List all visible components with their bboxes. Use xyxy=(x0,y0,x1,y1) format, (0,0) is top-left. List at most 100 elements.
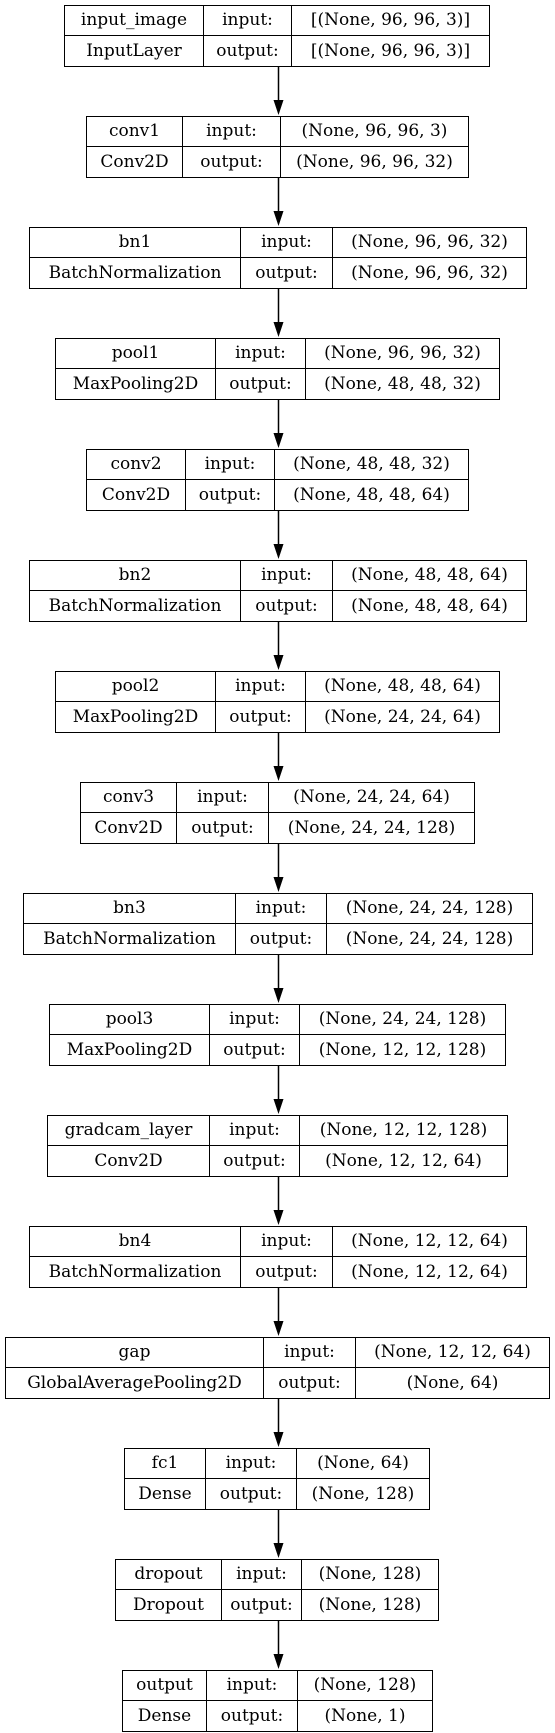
layer-type: Dense xyxy=(123,1701,207,1731)
arrow-head-icon xyxy=(273,766,284,781)
output-label: output: xyxy=(216,369,306,399)
output-shape: (None, 1) xyxy=(324,1705,406,1726)
arrow-head-icon xyxy=(273,988,284,1003)
layer-type: MaxPooling2D xyxy=(56,369,216,399)
layer-name: conv2 xyxy=(87,450,186,480)
output-shape: (None, 24, 24, 128) xyxy=(287,817,456,838)
input-shape: (None, 128) xyxy=(302,1560,438,1590)
layer-name: pool3 xyxy=(50,1005,210,1035)
layer-type: BatchNormalization xyxy=(30,258,241,288)
layer-type: Dense xyxy=(125,1479,206,1509)
output-label: output: xyxy=(204,36,292,66)
output-shape: (None, 48, 48, 64) xyxy=(351,595,508,616)
input-label: input: xyxy=(241,228,333,258)
layer-name: output xyxy=(123,1671,207,1701)
output-shape: (None, 12, 12, 64) xyxy=(325,1150,482,1171)
layer-type: Conv2D xyxy=(87,480,186,510)
arrow-head-icon xyxy=(273,1321,284,1336)
input-label: input: xyxy=(210,1116,300,1146)
arrow-head-icon xyxy=(273,544,284,559)
input-shape: (None, 12, 12, 64) xyxy=(356,1338,549,1368)
layer-name: bn3 xyxy=(24,894,236,924)
layer-name: gap xyxy=(6,1338,264,1368)
input-label: input: xyxy=(183,117,281,147)
layer-type: MaxPooling2D xyxy=(56,702,216,732)
layer-type: Conv2D xyxy=(48,1146,210,1176)
output-label: output: xyxy=(222,1590,302,1620)
input-shape: (None, 96, 96, 32) xyxy=(306,339,499,369)
input-shape: (None, 128) xyxy=(298,1671,432,1701)
output-shape: (None, 128) xyxy=(318,1594,422,1615)
input-label: input: xyxy=(216,339,306,369)
input-shape: (None, 96, 96, 3) xyxy=(281,117,468,147)
input-label: input: xyxy=(241,1227,333,1257)
input-shape: (None, 24, 24, 128) xyxy=(327,894,532,924)
output-label: output: xyxy=(216,702,306,732)
input-label: input: xyxy=(204,6,292,36)
input-label: input: xyxy=(207,1671,298,1701)
layer-name: pool1 xyxy=(56,339,216,369)
output-label: output: xyxy=(207,1701,298,1731)
output-shape: (None, 48, 48, 64) xyxy=(293,484,450,505)
input-shape: (None, 12, 12, 64) xyxy=(333,1227,526,1257)
layer-type: GlobalAveragePooling2D xyxy=(6,1368,264,1398)
output-label: output: xyxy=(183,147,281,177)
input-shape: (None, 48, 48, 64) xyxy=(306,672,499,702)
layer-name: bn4 xyxy=(30,1227,241,1257)
output-label: output: xyxy=(206,1479,297,1509)
output-label: output: xyxy=(236,924,327,954)
layer-type: BatchNormalization xyxy=(24,924,236,954)
layer-type: BatchNormalization xyxy=(30,591,241,621)
input-label: input: xyxy=(177,783,269,813)
layer-name: bn1 xyxy=(30,228,241,258)
layer-name: pool2 xyxy=(56,672,216,702)
output-label: output: xyxy=(186,480,275,510)
output-label: output: xyxy=(241,1257,333,1287)
input-shape: (None, 64) xyxy=(297,1449,429,1479)
output-shape: (None, 12, 12, 128) xyxy=(318,1039,487,1060)
output-shape: (None, 24, 24, 64) xyxy=(324,706,481,727)
layer-name: fc1 xyxy=(125,1449,206,1479)
arrow-head-icon xyxy=(273,433,284,448)
input-shape: [(None, 96, 96, 3)] xyxy=(292,6,489,36)
output-shape: (None, 128) xyxy=(311,1483,415,1504)
output-label: output: xyxy=(241,591,333,621)
arrow-head-icon xyxy=(273,1543,284,1558)
layer-type: MaxPooling2D xyxy=(50,1035,210,1065)
input-shape: (None, 48, 48, 64) xyxy=(333,561,526,591)
input-label: input: xyxy=(222,1560,302,1590)
arrow-head-icon xyxy=(273,100,284,115)
output-shape: (None, 48, 48, 32) xyxy=(324,373,481,394)
layer-name: dropout xyxy=(116,1560,222,1590)
output-shape: (None, 12, 12, 64) xyxy=(351,1261,508,1282)
arrow-head-icon xyxy=(273,1210,284,1225)
layer-type: Conv2D xyxy=(87,147,183,177)
input-label: input: xyxy=(241,561,333,591)
layer-name: bn2 xyxy=(30,561,241,591)
output-shape: (None, 96, 96, 32) xyxy=(296,151,453,172)
input-label: input: xyxy=(216,672,306,702)
layer-type: InputLayer xyxy=(65,36,204,66)
layer-type: Conv2D xyxy=(81,813,177,843)
input-label: input: xyxy=(236,894,327,924)
input-shape: (None, 96, 96, 32) xyxy=(333,228,526,258)
layer-name: gradcam_layer xyxy=(48,1116,210,1146)
input-shape: (None, 48, 48, 32) xyxy=(275,450,468,480)
input-label: input: xyxy=(206,1449,297,1479)
input-shape: (None, 12, 12, 128) xyxy=(300,1116,507,1146)
